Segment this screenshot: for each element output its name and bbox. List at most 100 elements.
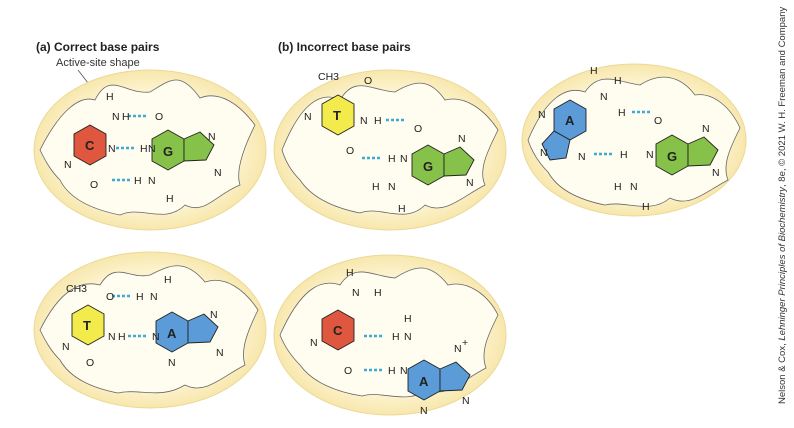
hydrogen-bonds	[112, 114, 148, 182]
atom-o: O	[86, 357, 94, 369]
guanine-ring-5	[687, 136, 719, 167]
atom-n: N	[420, 405, 428, 417]
atom-n: N	[208, 131, 216, 143]
atom-n: N	[466, 177, 474, 189]
active-site-outline	[281, 82, 499, 215]
atom-h: H	[106, 91, 114, 103]
atom-n: N	[646, 149, 654, 161]
adenine-letter: A	[565, 113, 575, 128]
atom-h: H	[374, 287, 382, 299]
atom-h: H	[642, 201, 650, 213]
atom-n: N	[388, 181, 396, 193]
cytosine-letter: C	[85, 138, 95, 153]
atom-n: N	[360, 115, 368, 127]
atom-h: H	[164, 274, 172, 286]
guanine-letter: G	[423, 159, 433, 174]
thymine-letter: T	[333, 108, 341, 123]
atom-n: N	[148, 175, 156, 187]
panel-tg-incorrect: T G	[273, 69, 507, 231]
atom-h: H	[590, 65, 598, 77]
atom-n: N	[404, 331, 412, 343]
cytosine-ring	[321, 309, 355, 351]
thymine-letter: T	[83, 318, 91, 333]
atom-n: N	[630, 181, 638, 193]
adenine-letter: A	[419, 374, 429, 389]
atom-h: H	[392, 331, 400, 343]
panel-a-tag: (a)	[36, 40, 51, 54]
adenine-ring-5	[187, 313, 219, 344]
atom-h: H	[388, 153, 396, 165]
panel-b-tag: (b)	[278, 40, 294, 54]
atom-o: O	[155, 111, 163, 123]
atom-h: H	[372, 181, 380, 193]
atom-h: H	[614, 75, 622, 87]
atom-n: N	[310, 337, 318, 349]
panel-ca-incorrect: C A	[273, 254, 507, 416]
atom-n: N	[712, 167, 720, 179]
hydrogen-bonds	[362, 118, 406, 160]
atom-n: N	[216, 347, 224, 359]
hydrogen-bonds	[112, 294, 148, 338]
atom-n: N	[108, 143, 116, 155]
atom-h: H	[374, 115, 382, 127]
atom-o: O	[654, 115, 662, 127]
thymine-ring	[321, 94, 355, 136]
atom-n: N	[578, 151, 586, 163]
atom-h: H	[140, 143, 148, 155]
atom-h: H	[618, 107, 626, 119]
atom-h: H	[118, 331, 126, 343]
atom-h: H	[122, 111, 130, 123]
atom-ch3: CH3	[318, 71, 339, 83]
active-site-outline	[279, 267, 499, 398]
atom-n: N	[400, 365, 408, 377]
atom-n: N	[150, 291, 158, 303]
hydrogen-bonds	[364, 334, 384, 372]
panel-cg-correct: C G	[33, 69, 267, 231]
atom-h: H	[398, 203, 406, 215]
atom-h: H	[404, 313, 412, 325]
adenine-letter: A	[167, 326, 177, 341]
cytosine-letter: C	[333, 323, 343, 338]
atom-n: N	[702, 123, 710, 135]
panel-ta-correct: T A	[33, 251, 267, 409]
atom-n: N	[108, 331, 116, 343]
atom-labels: H N H O N H N O H N H N N N CH3 O H N H …	[62, 65, 720, 417]
atom-n: N	[540, 147, 548, 159]
atom-o: O	[106, 291, 114, 303]
atom-n: N	[214, 167, 222, 179]
atom-n: N	[152, 331, 160, 343]
atom-n: N	[62, 341, 70, 353]
atom-n: N	[600, 91, 608, 103]
atom-o: O	[364, 75, 372, 87]
guanine-letter: G	[163, 144, 173, 159]
guanine-letter: G	[667, 149, 677, 164]
thymine-ring	[71, 304, 105, 346]
atom-n: N	[352, 287, 360, 299]
atom-ch3: CH3	[66, 283, 87, 295]
atom-h: H	[614, 181, 622, 193]
atom-h: H	[136, 291, 144, 303]
atom-h: H	[346, 267, 354, 279]
guanine-ring-5	[183, 131, 215, 162]
atom-o: O	[344, 365, 352, 377]
atom-h: H	[388, 365, 396, 377]
atom-n: N	[148, 143, 156, 155]
panel-b-heading: (b) Incorrect base pairs	[278, 40, 411, 54]
active-site-outline	[39, 265, 259, 394]
atom-o: O	[414, 123, 422, 135]
atom-o: O	[90, 179, 98, 191]
hydrogen-bonds	[594, 110, 652, 156]
atom-h: H	[134, 175, 142, 187]
atom-n: N	[454, 343, 462, 355]
atom-n: N	[304, 111, 312, 123]
atom-n: N	[400, 153, 408, 165]
atom-h: H	[620, 149, 628, 161]
atom-n: N	[458, 133, 466, 145]
atom-h: H	[166, 193, 174, 205]
adenine-ring-5	[541, 130, 571, 161]
active-site-shape-label: Active-site shape	[56, 57, 140, 69]
guanine-ring-5	[443, 146, 475, 177]
active-site-outline	[39, 79, 256, 216]
atom-plus: +	[462, 337, 468, 349]
